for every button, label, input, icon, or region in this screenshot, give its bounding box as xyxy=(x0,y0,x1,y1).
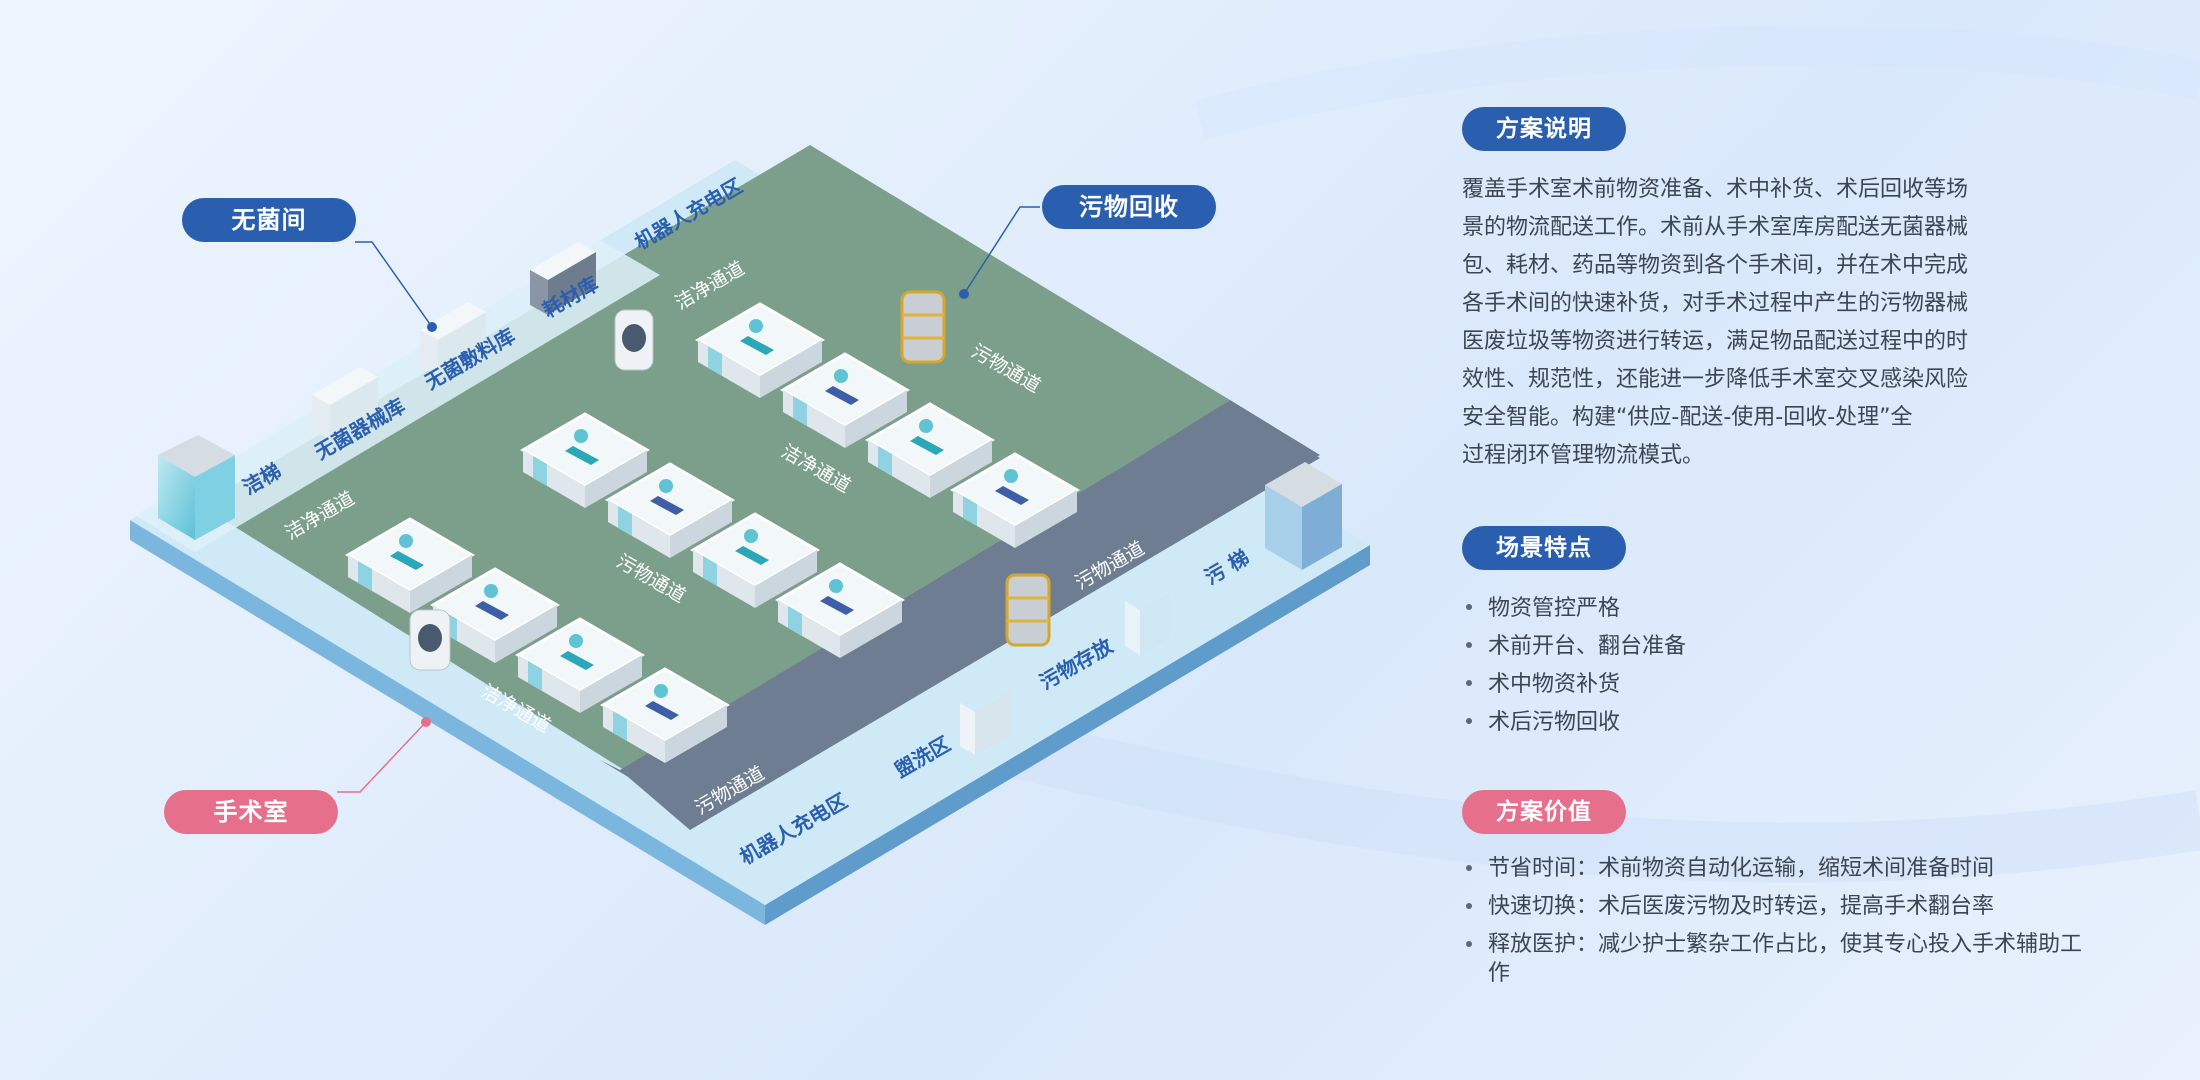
features-title: 场景特点 xyxy=(1462,526,1626,570)
plan-line: 各手术间的快速补货，对手术过程中产生的污物器械 xyxy=(1462,291,1969,316)
callout-leaders xyxy=(337,206,1040,793)
list-item: 物资管控严格 xyxy=(1462,590,2062,628)
dirty-elevator-box xyxy=(1265,462,1342,570)
value-title: 方案价值 xyxy=(1462,790,1626,834)
shelf-dressing xyxy=(420,302,486,375)
shelf-instruments xyxy=(312,367,378,440)
plan-line: 过程闭环管理物流模式。 xyxy=(1462,443,1705,468)
list-item: 术前开台、翻台准备 xyxy=(1462,628,2062,666)
storage-strip xyxy=(135,240,660,552)
waste-robot-1 xyxy=(900,290,946,364)
plan-title: 方案说明 xyxy=(1462,107,1626,151)
isometric-floorplan: 机器人充电区 耗材库 无菌敷料库 无菌器械库 洁梯 污 梯 污物存放 盥洗区 机… xyxy=(130,145,1370,925)
operating-room-unit xyxy=(345,517,475,613)
operating-rooms xyxy=(345,302,1080,763)
operating-room-unit xyxy=(695,302,825,398)
list-item: 节省时间：术前物资自动化运输，缩短术间准备时间 xyxy=(1462,854,2088,883)
delivery-robot-2 xyxy=(409,609,451,671)
operating-room-unit xyxy=(515,617,645,713)
operating-room-unit xyxy=(600,667,730,763)
operating-room-unit xyxy=(775,562,905,658)
plan-line: 覆盖手术室术前物资准备、术中补货、术后回收等场 xyxy=(1462,177,1969,202)
list-item: 术后污物回收 xyxy=(1462,704,2062,742)
shelf-consumables xyxy=(530,242,596,315)
value-section: 方案价值 节省时间：术前物资自动化运输，缩短术间准备时间 快速切换：术后医废污物… xyxy=(1462,790,2082,997)
delivery-robot-1 xyxy=(614,309,654,371)
plan-line: 安全智能。构建“供应-配送-使用-回收-处理”全 xyxy=(1462,405,1913,430)
operating-room-unit xyxy=(865,402,995,498)
value-list: 节省时间：术前物资自动化运输，缩短术间准备时间 快速切换：术后医废污物及时转运，… xyxy=(1462,854,2082,988)
operating-room-unit xyxy=(780,352,910,448)
clean-elevator-box xyxy=(158,435,235,540)
operating-room-unit xyxy=(690,512,820,608)
list-item: 术中物资补货 xyxy=(1462,666,2062,704)
plan-line: 医废垃圾等物资进行转运，满足物品配送过程中的时 xyxy=(1462,329,1969,354)
list-item: 快速切换：术后医废污物及时转运，提高手术翻台率 xyxy=(1462,892,2088,921)
operating-room-unit xyxy=(950,452,1080,548)
plan-line: 景的物流配送工作。术前从手术室库房配送无菌器械 xyxy=(1462,215,1969,240)
cabinet-washing xyxy=(960,692,1010,755)
features-list: 物资管控严格 术前开台、翻台准备 术中物资补货 术后污物回收 xyxy=(1462,590,2062,742)
waste-robot-2 xyxy=(1005,573,1051,647)
plan-description: 覆盖手术室术前物资准备、术中补货、术后回收等场 景的物流配送工作。术前从手术室库… xyxy=(1462,171,2042,475)
callout-operating-room: 手术室 xyxy=(164,790,338,834)
operating-room-unit xyxy=(520,412,650,508)
plan-line: 包、耗材、药品等物资到各个手术间，并在术中完成 xyxy=(1462,253,1969,278)
features-section: 场景特点 物资管控严格 术前开台、翻台准备 术中物资补货 术后污物回收 xyxy=(1462,526,2062,742)
callout-waste-recovery: 污物回收 xyxy=(1042,185,1216,229)
callout-sterile-room: 无菌间 xyxy=(182,198,356,242)
plan-line: 效性、规范性，还能进一步降低手术室交叉感染风险 xyxy=(1462,367,1969,392)
operating-room-unit xyxy=(605,462,735,558)
list-item: 释放医护：减少护士繁杂工作占比，使其专心投入手术辅助工作 xyxy=(1462,930,2088,988)
cabinet-storage xyxy=(1125,593,1170,655)
operating-room-unit xyxy=(430,567,560,663)
plan-section: 方案说明 覆盖手术室术前物资准备、术中补货、术后回收等场 景的物流配送工作。术前… xyxy=(1462,107,2062,475)
